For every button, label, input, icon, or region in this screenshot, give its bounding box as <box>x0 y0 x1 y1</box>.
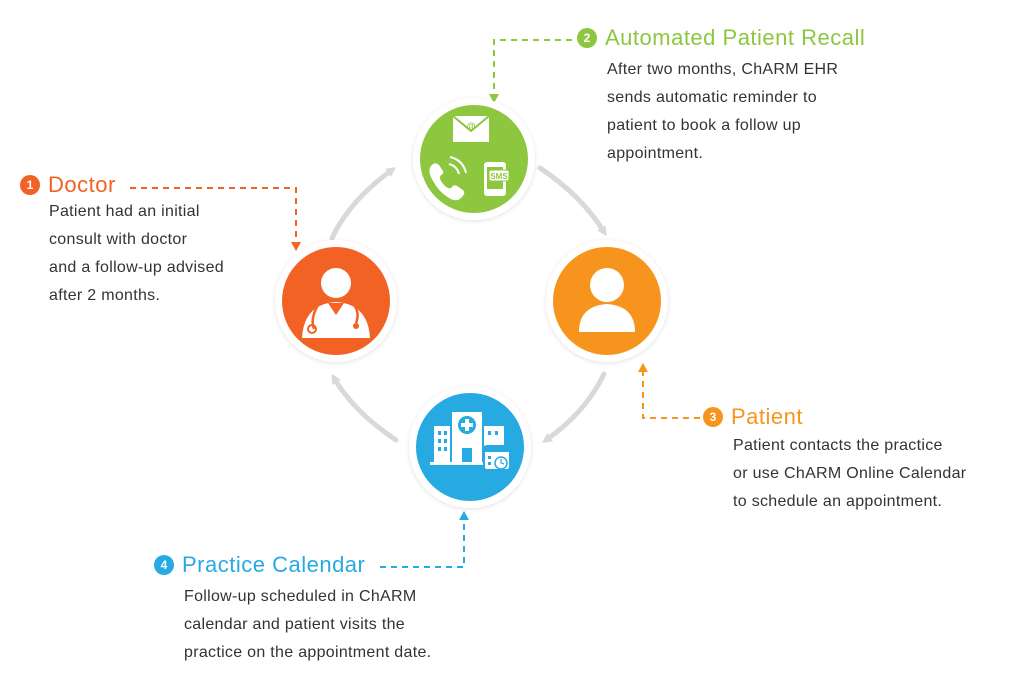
step-title: Automated Patient Recall <box>605 25 866 50</box>
arrow-recall-to-patient <box>537 165 607 237</box>
connector-calendar <box>380 518 465 568</box>
description-line: practice on the appointment date. <box>184 644 432 661</box>
description-line: Patient contacts the practice <box>733 437 943 454</box>
description-line: calendar and patient visits the <box>184 616 405 633</box>
description-line: and a follow-up advised <box>49 259 225 276</box>
description-line: Patient had an initial <box>49 203 200 220</box>
step-recall-description: After two months, ChARM EHR sends automa… <box>607 56 838 168</box>
patient-node <box>546 240 668 362</box>
description-line: patient to book a follow up <box>607 117 802 134</box>
connector-recall <box>493 39 572 96</box>
description-line: consult with doctor <box>49 231 188 248</box>
step-patient-description: Patient contacts the practice or use ChA… <box>733 432 966 516</box>
step-calendar-description: Follow-up scheduled in ChARM calendar an… <box>184 583 431 667</box>
doctor-node <box>275 240 397 362</box>
calendar-node <box>409 386 531 508</box>
step-title: Doctor <box>48 172 116 197</box>
description-line: appointment. <box>607 145 704 162</box>
dashed-connectors <box>130 39 700 568</box>
description-line: Follow-up scheduled in ChARM <box>184 588 417 605</box>
arrow-calendar-to-doctor <box>331 373 399 443</box>
step-title: Patient <box>731 404 803 429</box>
step-title: Practice Calendar <box>182 552 366 577</box>
description-line: or use ChARM Online Calendar <box>733 465 967 482</box>
step-number-badge: 3 <box>703 407 723 427</box>
hospital-calendar-icon <box>430 412 511 471</box>
step-doctor-header: 1 Doctor <box>20 172 116 198</box>
step-calendar-header: 4 Practice Calendar <box>154 552 365 578</box>
description-line: After two months, ChARM EHR <box>607 61 839 78</box>
svg-text:@: @ <box>467 121 476 131</box>
description-line: to schedule an appointment. <box>733 493 943 510</box>
step-doctor-description: Patient had an initial consult with doct… <box>49 198 224 310</box>
recall-node: @ SMS <box>413 98 535 220</box>
step-number-badge: 4 <box>154 555 174 575</box>
description-line: after 2 months. <box>49 287 161 304</box>
arrow-doctor-to-recall <box>329 167 397 241</box>
step-number-badge: 1 <box>20 175 40 195</box>
user-icon <box>579 268 635 332</box>
description-line: sends automatic reminder to <box>607 89 817 106</box>
connector-doctor <box>130 187 297 244</box>
cycle-arrows <box>329 165 607 443</box>
step-patient-header: 3 Patient <box>703 404 803 430</box>
step-number-badge: 2 <box>577 28 597 48</box>
envelope-phone-sms-icon: @ SMS <box>429 115 510 201</box>
connector-patient <box>642 370 700 419</box>
arrow-patient-to-calendar <box>541 371 607 443</box>
connector-arrowheads <box>291 94 648 520</box>
step-recall-header: 2 Automated Patient Recall <box>577 25 865 51</box>
doctor-icon <box>302 268 370 338</box>
svg-text:SMS: SMS <box>490 172 508 181</box>
